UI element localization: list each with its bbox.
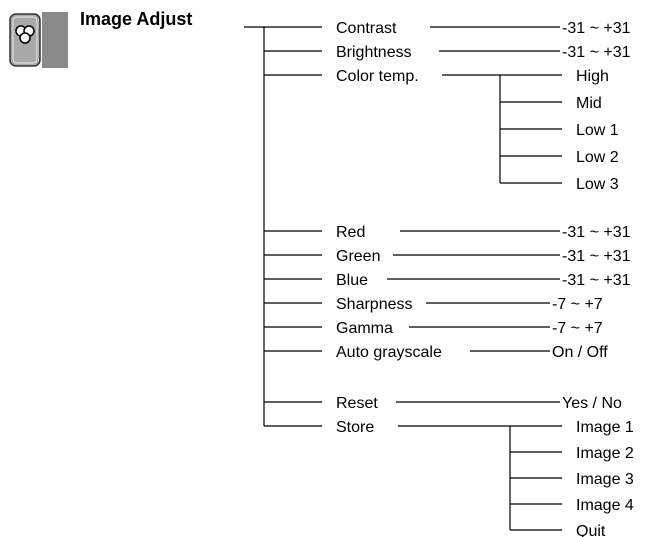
store-option-image1: Image 1 bbox=[576, 419, 634, 436]
item-brightness-label: Brightness bbox=[336, 44, 412, 61]
color-temp-option-low2: Low 2 bbox=[576, 149, 619, 166]
item-blue-label: Blue bbox=[336, 272, 368, 289]
item-brightness-value: -31 ~ +31 bbox=[562, 44, 631, 61]
item-store-label: Store bbox=[336, 419, 374, 436]
store-option-image2: Image 2 bbox=[576, 445, 634, 462]
item-contrast-label: Contrast bbox=[336, 20, 397, 37]
image-adjust-icon bbox=[9, 12, 68, 68]
item-reset-label: Reset bbox=[336, 395, 378, 412]
item-gamma-value: -7 ~ +7 bbox=[552, 320, 603, 337]
item-blue-value: -31 ~ +31 bbox=[562, 272, 631, 289]
item-gamma-label: Gamma bbox=[336, 320, 393, 337]
item-red-value: -31 ~ +31 bbox=[562, 224, 631, 241]
item-contrast-value: -31 ~ +31 bbox=[562, 20, 631, 37]
item-green-label: Green bbox=[336, 248, 380, 265]
item-reset-value: Yes / No bbox=[562, 395, 622, 412]
item-auto-grayscale-label: Auto grayscale bbox=[336, 344, 442, 361]
item-green-value: -31 ~ +31 bbox=[562, 248, 631, 265]
store-option-quit: Quit bbox=[576, 523, 606, 537]
store-option-image3: Image 3 bbox=[576, 471, 634, 488]
item-sharpness-value: -7 ~ +7 bbox=[552, 296, 603, 313]
item-auto-grayscale-value: On / Off bbox=[552, 344, 608, 361]
menu-title: Image Adjust bbox=[80, 9, 192, 29]
item-red-label: Red bbox=[336, 224, 365, 241]
color-temp-option-low3: Low 3 bbox=[576, 176, 619, 193]
color-temp-option-low1: Low 1 bbox=[576, 122, 619, 139]
store-option-image4: Image 4 bbox=[576, 497, 634, 514]
color-temp-option-mid: Mid bbox=[576, 95, 602, 112]
item-color-temp-label: Color temp. bbox=[336, 68, 419, 85]
color-temp-option-high: High bbox=[576, 68, 609, 85]
item-sharpness-label: Sharpness bbox=[336, 296, 413, 313]
